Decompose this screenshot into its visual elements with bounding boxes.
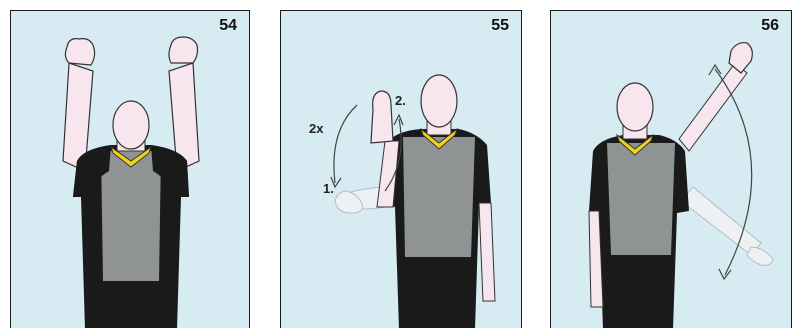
signal-panel-55: 55 2x 1. 2. bbox=[280, 10, 522, 328]
right-fist bbox=[169, 37, 198, 63]
head bbox=[113, 101, 149, 149]
raised-hand bbox=[371, 91, 393, 143]
signal-panel-54: 54 bbox=[10, 10, 250, 328]
referee-figure-arms-raised bbox=[11, 11, 250, 328]
repeat-label: 2x bbox=[309, 121, 324, 136]
referee-figure-arm-swing: 2x 1. 2. bbox=[281, 11, 522, 328]
step-2-label: 2. bbox=[395, 93, 406, 108]
motion-arc-down bbox=[334, 105, 357, 183]
step-1-label: 1. bbox=[323, 181, 334, 196]
referee-figure-arm-sweep bbox=[551, 11, 792, 328]
ghost-hand bbox=[747, 247, 773, 265]
head bbox=[421, 75, 457, 127]
ghost-arm bbox=[681, 187, 761, 255]
signal-panel-56: 56 bbox=[550, 10, 792, 328]
left-fist bbox=[65, 39, 94, 65]
head bbox=[617, 83, 653, 131]
